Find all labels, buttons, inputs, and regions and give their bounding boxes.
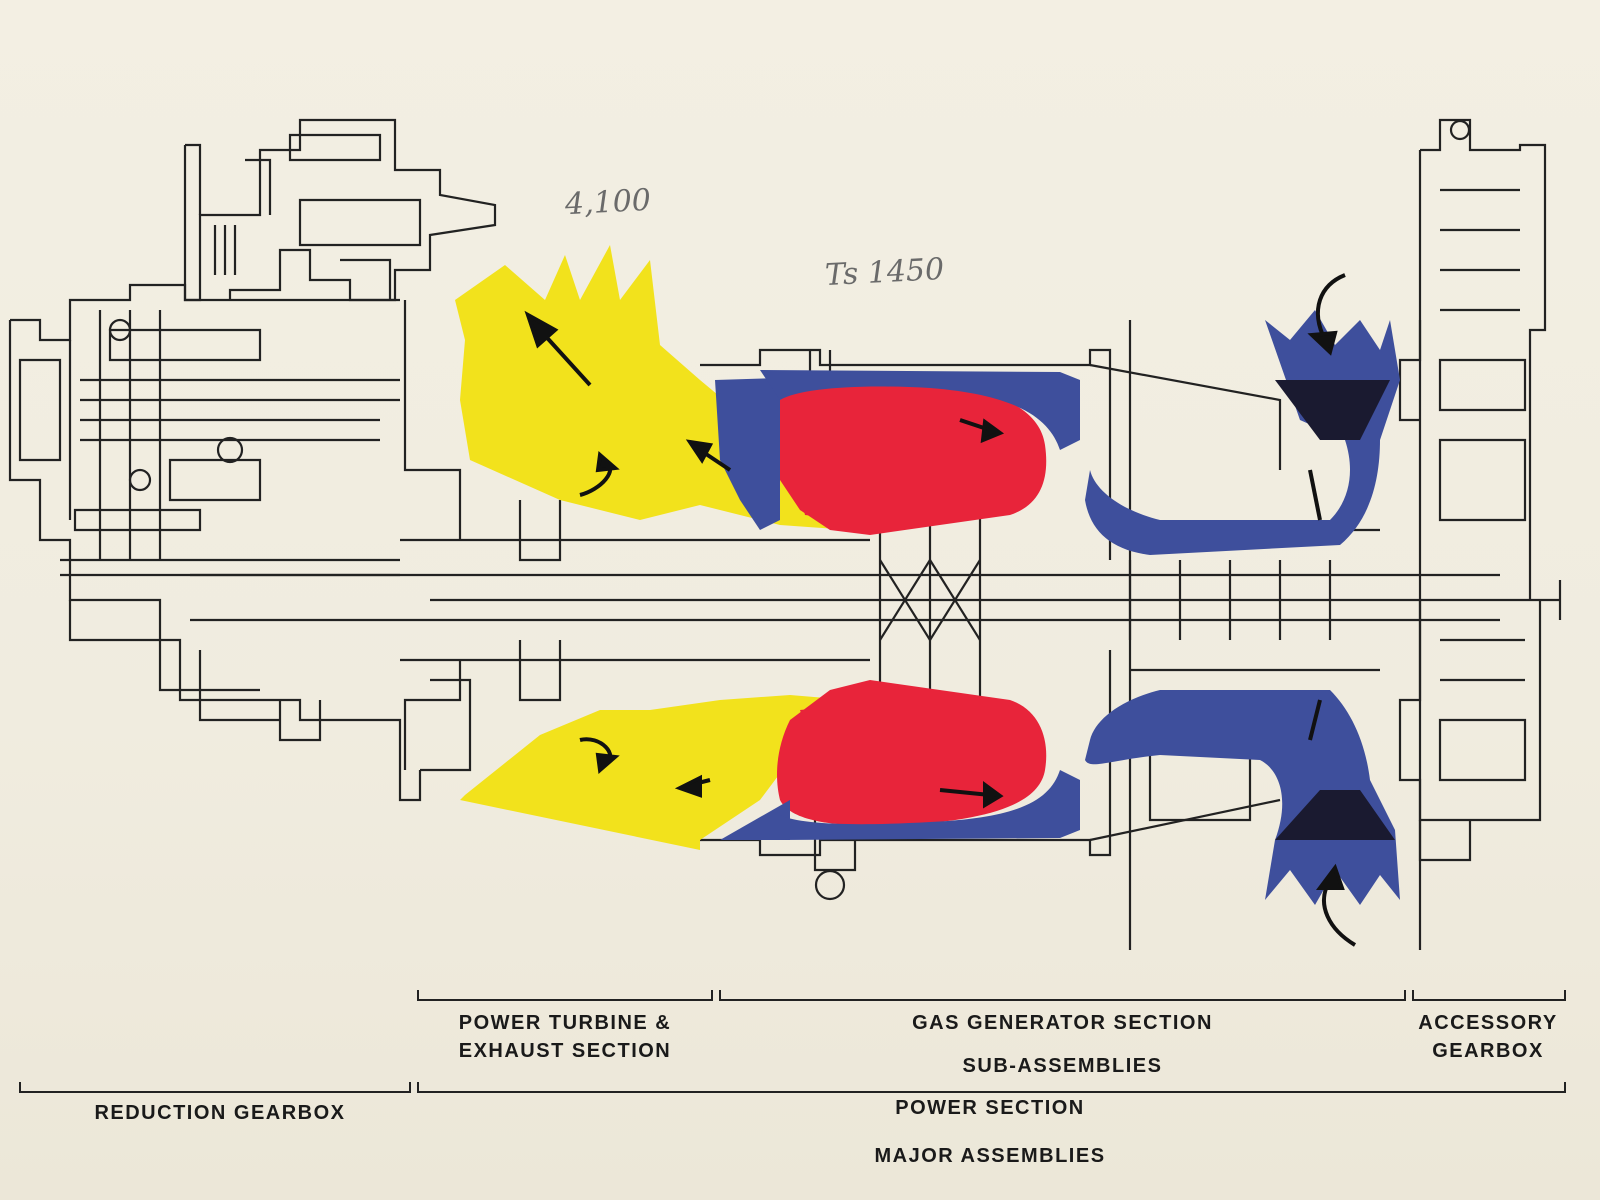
label-power-turbine-line2: EXHAUST SECTION [458, 1040, 672, 1062]
compressor-air-upper [715, 378, 780, 530]
label-gas-generator: GAS GENERATOR SECTION [912, 1012, 1213, 1034]
combustion-liner-lower [780, 770, 1080, 840]
handwritten-note-rpm: 4,100 [564, 182, 652, 223]
section-brackets [19, 990, 1566, 1093]
compressor-inlet-dark-lower [1275, 790, 1395, 840]
compressor-inlet-dark-upper [1275, 380, 1390, 440]
combustion-liner-upper [760, 370, 1080, 450]
label-accessory-line1: ACCESSORY [1418, 1012, 1558, 1034]
handwritten-note-temperature: Ts 1450 [824, 251, 945, 294]
label-reduction-gearbox: REDUCTION GEARBOX [94, 1102, 346, 1124]
label-power-turbine-line1: POWER TURBINE & [458, 1012, 672, 1034]
combustion-flow-lower [777, 680, 1047, 826]
exhaust-flow-lower [460, 695, 850, 850]
engine-outline [8, 118, 1562, 950]
compressor-inlet-upper [1085, 310, 1400, 555]
label-major-assemblies: MAJOR ASSEMBLIES [874, 1145, 1106, 1167]
compressor-inlet-lower [1085, 690, 1400, 905]
label-power-turbine: POWER TURBINE & EXHAUST SECTION [430, 1012, 700, 1063]
label-accessory-gearbox: ACCESSORY GEARBOX [1408, 1012, 1568, 1063]
flow-arrows [524, 273, 1357, 947]
flame-tongues [800, 485, 850, 735]
label-accessory-line2: GEARBOX [1432, 1040, 1544, 1062]
label-sub-assemblies: SUB-ASSEMBLIES [962, 1055, 1163, 1077]
compressor-air-lower [720, 800, 790, 840]
label-power-section: POWER SECTION [895, 1097, 1085, 1119]
